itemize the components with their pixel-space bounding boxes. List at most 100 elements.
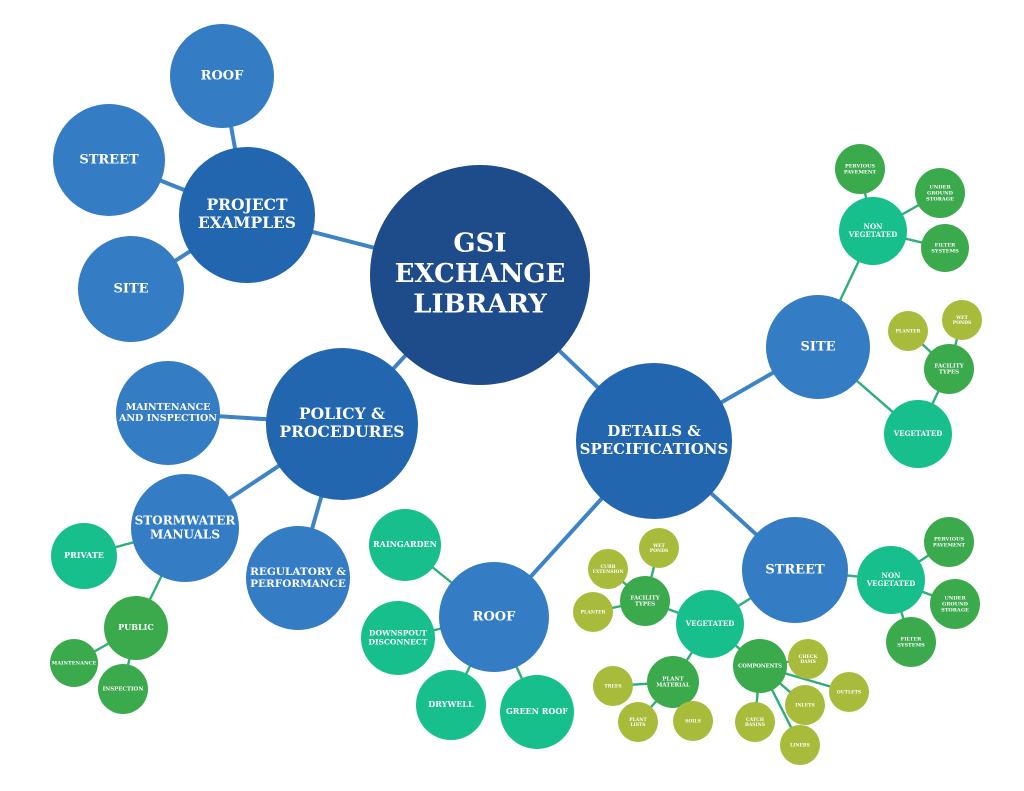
node-pe-site-bubble <box>78 236 184 342</box>
node-site: SITE <box>766 295 870 399</box>
node-raingarden: RAINGARDEN <box>369 509 441 581</box>
node-drywell-label: DRYWELL <box>428 699 474 709</box>
node-site-filter-label: SYSTEMS <box>931 249 959 255</box>
node-street-facility-bubble <box>620 576 670 626</box>
node-outlets: OUTLETS <box>829 672 869 712</box>
node-private-label: PRIVATE <box>64 550 104 560</box>
node-details-label: DETAILS & <box>607 422 701 440</box>
node-street-wetponds-label: PONDS <box>650 548 669 554</box>
node-drywell: DRYWELL <box>416 670 486 740</box>
node-site-facility-bubble <box>924 344 974 394</box>
node-site-underground-bubble <box>915 168 965 218</box>
node-stormwater-manuals-label: STORMWATER <box>135 513 237 527</box>
node-plant-material-bubble <box>647 656 699 708</box>
node-street-planter-label: PLANTER <box>581 610 606 616</box>
node-plant-material-label: MATERIAL <box>656 683 690 689</box>
node-plant-lists-bubble <box>618 702 658 742</box>
node-street-veg-bubble <box>676 590 744 658</box>
node-street-bubble <box>742 517 848 623</box>
node-site-planter-label: PLANTER <box>896 329 921 335</box>
node-site-veg-label: VEGETATED <box>893 429 943 438</box>
node-street-filter-label: SYSTEMS <box>897 642 925 648</box>
node-maintenance-label: MAINTENANCE <box>52 661 97 667</box>
node-roof-bubble <box>439 562 549 672</box>
node-street-planter-bubble <box>573 592 613 632</box>
node-regulatory-label: PERFORMANCE <box>250 578 346 590</box>
node-center-bubble <box>370 165 590 385</box>
node-pe-street-label: STREET <box>79 153 139 168</box>
node-trees-label: TREES <box>604 684 621 690</box>
node-curb-extension-bubble <box>588 549 628 589</box>
node-pe-site: SITE <box>78 236 184 342</box>
node-regulatory: REGULATORY &PERFORMANCE <box>246 526 350 630</box>
node-site-veg: VEGETATED <box>884 400 952 468</box>
node-site-veg-bubble <box>884 400 952 468</box>
node-details: DETAILS &SPECIFICATIONS <box>576 363 732 519</box>
node-site-underground-label: UNDER <box>929 185 951 191</box>
node-components: COMPONENTS <box>733 639 787 693</box>
node-private: PRIVATE <box>51 523 117 589</box>
node-maintenance-bubble <box>50 639 98 687</box>
node-street: STREET <box>742 517 848 623</box>
node-street-underground-label: GROUND <box>942 602 969 608</box>
node-pe-roof: ROOF <box>170 24 274 128</box>
node-project-examples-bubble <box>179 147 315 283</box>
node-inspection-label: INSPECTION <box>103 687 144 693</box>
node-details-label: SPECIFICATIONS <box>580 440 729 458</box>
node-liners: LINERS <box>780 725 820 765</box>
node-policy-label: PROCEDURES <box>279 422 404 441</box>
node-downspout-bubble <box>361 601 435 675</box>
node-plant-material-label: PLANT <box>662 676 684 682</box>
node-inlets-bubble <box>785 685 825 725</box>
node-policy-bubble <box>266 348 418 500</box>
node-regulatory-label: REGULATORY & <box>250 566 346 578</box>
node-soils-bubble <box>673 701 713 741</box>
node-catch-basins-bubble <box>735 702 775 742</box>
node-inspection-bubble <box>98 664 148 714</box>
node-site-planter: PLANTER <box>888 311 928 351</box>
node-street-pervious-bubble <box>924 517 974 567</box>
node-street-filter-bubble <box>886 617 936 667</box>
node-site-nonveg-label: VEGETATED <box>848 230 898 239</box>
bubble-nodes: GSIEXCHANGELIBRARYPROJECTEXAMPLESROOFSTR… <box>50 24 982 765</box>
node-site-wetponds-bubble <box>942 300 982 340</box>
node-drywell-bubble <box>416 670 486 740</box>
node-street-veg-label: VEGETATED <box>685 619 735 628</box>
node-center-label: EXCHANGE <box>395 259 566 289</box>
node-details-bubble <box>576 363 732 519</box>
node-site-pervious-bubble <box>835 144 885 194</box>
node-inlets-label: INLETS <box>795 703 814 709</box>
node-outlets-bubble <box>829 672 869 712</box>
node-site-bubble <box>766 295 870 399</box>
node-street-pervious-label: PAVEMENT <box>933 542 966 548</box>
node-street-wetponds-label: WET <box>652 543 665 549</box>
node-street-nonveg-label: NON <box>882 571 901 580</box>
node-public: PUBLIC <box>104 596 168 660</box>
node-maintenance: MAINTENANCE <box>50 639 98 687</box>
node-stormwater-manuals-label: MANUALS <box>150 528 220 542</box>
node-roof: ROOF <box>439 562 549 672</box>
node-components-label: COMPONENTS <box>738 664 782 670</box>
node-liners-bubble <box>780 725 820 765</box>
node-street-wetponds-bubble <box>639 528 679 568</box>
node-project-examples-label: PROJECT <box>206 195 288 214</box>
node-trees-bubble <box>593 666 633 706</box>
node-center-label: LIBRARY <box>413 290 547 320</box>
node-site-facility-label: FACILITY <box>934 363 963 369</box>
node-green-roof-label: GREEN ROOF <box>506 706 568 716</box>
node-policy: POLICY &PROCEDURES <box>266 348 418 500</box>
node-site-filter-bubble <box>921 224 969 272</box>
node-site-pervious-label: PERVIOUS <box>845 164 875 170</box>
node-curb-extension-label: EXTENSION <box>592 569 623 575</box>
node-maintenance-inspection-label: MAINTENANCE <box>126 402 211 413</box>
